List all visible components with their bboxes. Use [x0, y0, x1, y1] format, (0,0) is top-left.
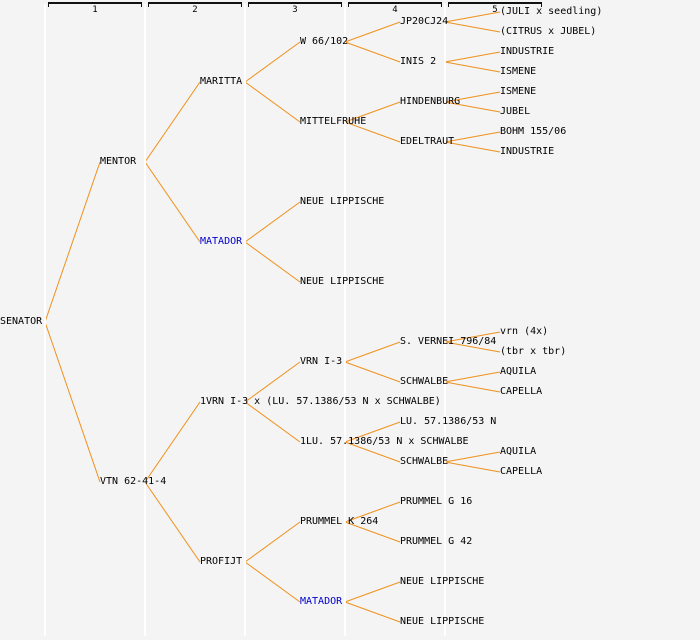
pedigree-node: ISMENE	[500, 86, 537, 97]
pedigree-node: AQUILA	[500, 446, 537, 457]
pedigree-node: SENATOR	[0, 316, 43, 327]
pedigree-node: INDUSTRIE	[500, 46, 555, 57]
column-divider	[344, 4, 346, 636]
pedigree-edge	[344, 581, 401, 603]
pedigree-edge	[344, 521, 401, 543]
pedigree-node: SCHWALBE	[400, 456, 449, 467]
column-header-4: 4	[348, 2, 442, 15]
pedigree-edge	[44, 161, 101, 323]
pedigree-edge	[144, 401, 201, 483]
column-number: 4	[392, 5, 398, 15]
pedigree-node: CAPELLA	[500, 386, 543, 397]
pedigree-edge	[244, 361, 301, 403]
pedigree-edge	[444, 461, 501, 473]
pedigree-edge	[344, 41, 401, 63]
pedigree-edge	[444, 101, 501, 113]
pedigree-node: INDUSTRIE	[500, 146, 555, 157]
pedigree-node: PRUMMEL K 264	[300, 516, 379, 527]
pedigree-node: MITTELFRUHE	[300, 116, 367, 127]
pedigree-edge	[444, 371, 501, 383]
pedigree-edge	[344, 21, 401, 43]
pedigree-node: MARITTA	[200, 76, 243, 87]
pedigree-node: EDELTRAUT	[400, 136, 455, 147]
column-header-3: 3	[248, 2, 342, 15]
pedigree-node: NEUE LIPPISCHE	[300, 196, 385, 207]
column-number: 1	[92, 5, 98, 15]
pedigree-node: VRN I-3	[300, 356, 343, 367]
column-number: 3	[292, 5, 298, 15]
pedigree-edge	[244, 81, 301, 123]
pedigree-node-link[interactable]: MATADOR	[200, 236, 243, 247]
pedigree-node: INIS 2	[400, 56, 437, 67]
pedigree-edge	[144, 481, 201, 563]
pedigree-edge	[444, 91, 501, 103]
pedigree-edge	[44, 321, 101, 483]
pedigree-node: 1LU. 57.1386/53 N x SCHWALBE	[300, 436, 469, 447]
pedigree-node: (tbr x tbr)	[500, 346, 567, 357]
pedigree-edge	[444, 131, 501, 143]
pedigree-node-link[interactable]: MATADOR	[300, 596, 343, 607]
pedigree-edge	[444, 61, 501, 73]
pedigree-node: (CITRUS x JUBEL)	[500, 26, 597, 37]
column-number: 5	[492, 5, 498, 15]
column-header-5: 5	[448, 2, 542, 15]
pedigree-node: AQUILA	[500, 366, 537, 377]
pedigree-edge	[444, 21, 501, 33]
pedigree-edge	[444, 451, 501, 463]
pedigree-node: PRUMMEL G 42	[400, 536, 473, 547]
pedigree-edge	[444, 11, 501, 23]
pedigree-edge	[344, 421, 401, 443]
pedigree-node: vrn (4x)	[500, 326, 549, 337]
column-number: 2	[192, 5, 198, 15]
pedigree-edge	[444, 341, 501, 353]
pedigree-edge	[344, 361, 401, 383]
pedigree-edge	[344, 601, 401, 623]
pedigree-node: JUBEL	[500, 106, 531, 117]
pedigree-edge	[344, 341, 401, 363]
pedigree-edge	[244, 201, 301, 243]
pedigree-edge	[144, 81, 201, 163]
pedigree-node: PRUMMEL G 16	[400, 496, 473, 507]
pedigree-node: S. VERNEI 796/84	[400, 336, 497, 347]
pedigree-node: MENTOR	[100, 156, 137, 167]
column-divider	[144, 4, 146, 636]
column-divider	[444, 4, 446, 636]
pedigree-edge	[444, 51, 501, 63]
pedigree-edge	[344, 121, 401, 143]
pedigree-node: LU. 57.1386/53 N	[400, 416, 497, 427]
pedigree-edge	[244, 41, 301, 83]
column-header-2: 2	[148, 2, 242, 15]
pedigree-edge	[444, 331, 501, 343]
pedigree-edge	[244, 401, 301, 443]
pedigree-edge	[344, 501, 401, 523]
pedigree-node: (JULI x seedling)	[500, 6, 603, 17]
pedigree-edge	[344, 441, 401, 463]
pedigree-node: CAPELLA	[500, 466, 543, 477]
pedigree-node: W 66/102	[300, 36, 349, 47]
pedigree-node: NEUE LIPPISCHE	[300, 276, 385, 287]
pedigree-edge	[244, 241, 301, 283]
pedigree-edge	[244, 521, 301, 563]
pedigree-edge	[344, 101, 401, 123]
pedigree-node: NEUE LIPPISCHE	[400, 576, 485, 587]
pedigree-edge	[444, 381, 501, 393]
pedigree-node: PROFIJT	[200, 556, 243, 567]
column-divider	[44, 4, 46, 636]
pedigree-node: HINDENBURG	[400, 96, 461, 107]
pedigree-node: SCHWALBE	[400, 376, 449, 387]
pedigree-node: VTN 62-41-4	[100, 476, 167, 487]
pedigree-node: NEUE LIPPISCHE	[400, 616, 485, 627]
column-divider	[244, 4, 246, 636]
pedigree-edge	[244, 561, 301, 603]
pedigree-node: JP20CJ24	[400, 16, 449, 27]
pedigree-edge	[144, 161, 201, 243]
column-header-1: 1	[48, 2, 142, 15]
pedigree-node: ISMENE	[500, 66, 537, 77]
pedigree-edge	[444, 141, 501, 153]
pedigree-node: 1VRN I-3 x (LU. 57.1386/53 N x SCHWALBE)	[200, 396, 441, 407]
pedigree-node: BOHM 155/06	[500, 126, 567, 137]
